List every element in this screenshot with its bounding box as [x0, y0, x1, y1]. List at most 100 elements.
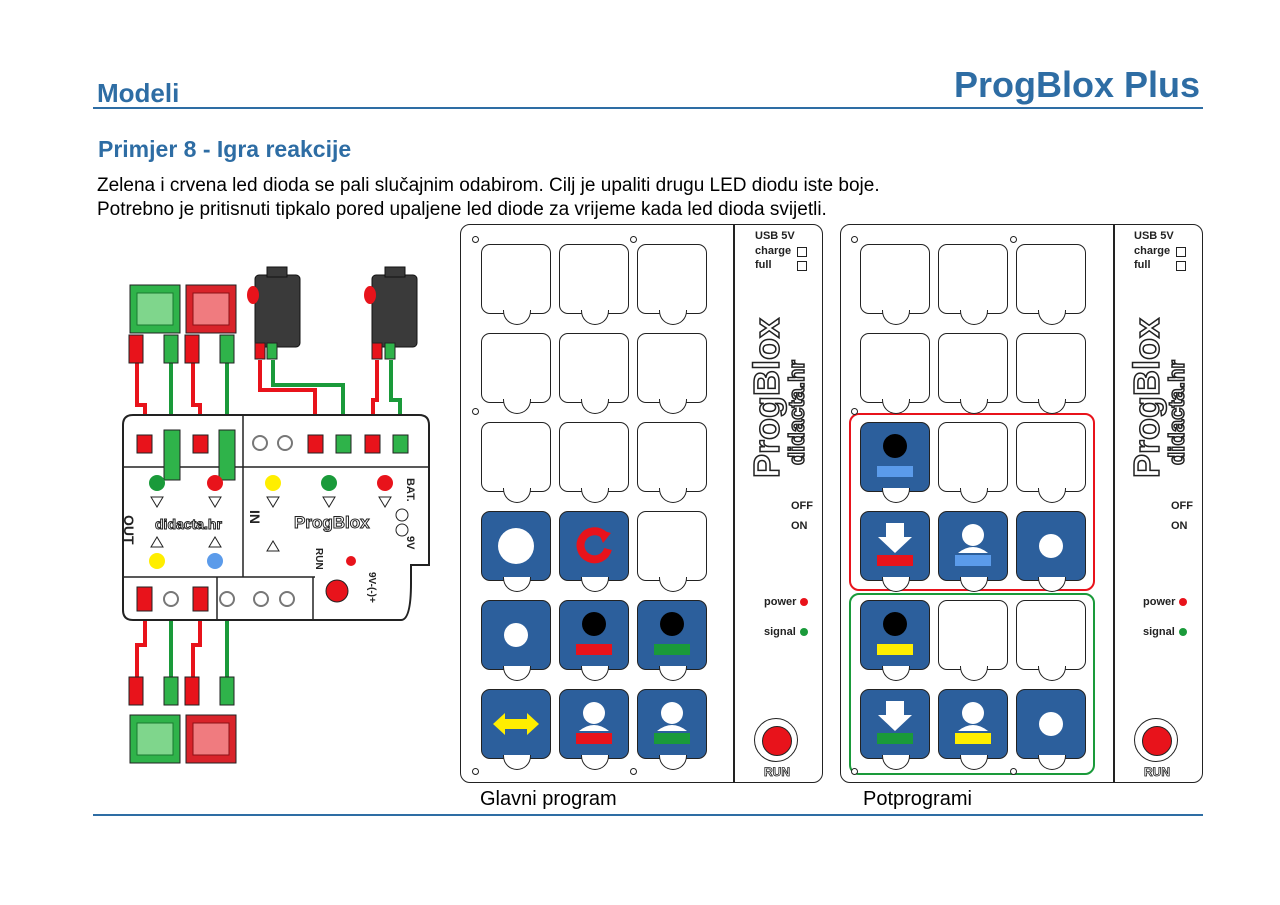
section-title: Modeli	[97, 78, 180, 108]
brand-site-main: didacta.hr	[783, 359, 810, 466]
off-label-main: OFF	[791, 500, 813, 512]
full-label-sub: full	[1134, 259, 1151, 271]
sub-slot-btn-yellow[interactable]	[938, 689, 1008, 770]
sub-slot-empty[interactable]	[860, 333, 930, 414]
loop-icon	[576, 526, 612, 563]
sub-slot-circle-sm[interactable]	[1016, 689, 1086, 770]
wire-red-5	[135, 615, 147, 680]
main-slot-empty[interactable]	[637, 244, 707, 325]
subprogram-caption: Potprogrami	[863, 788, 972, 810]
full-indicator-sub	[1176, 261, 1186, 271]
main-slot-led-red[interactable]	[559, 600, 629, 681]
main-slot-empty[interactable]	[481, 422, 551, 503]
sub-slot-btn-blue[interactable]	[938, 511, 1008, 592]
description-line-1: Zelena i crvena led dioda se pali slučaj…	[97, 175, 880, 196]
brand-name-sub: ProgBlox	[1125, 317, 1168, 479]
main-slot-circle-sm[interactable]	[481, 600, 551, 681]
main-program-caption: Glavni program	[480, 788, 617, 810]
btn-yellow-icon	[954, 701, 991, 744]
mounting-hole	[851, 236, 858, 243]
mounting-hole	[472, 768, 479, 775]
run-button-sub[interactable]	[1134, 718, 1178, 762]
btn-blue-icon	[954, 523, 991, 566]
signal-label-main: signal	[764, 626, 796, 638]
main-slot-empty[interactable]	[637, 333, 707, 414]
brand-site-sub: didacta.hr	[1163, 359, 1190, 466]
main-slot-empty[interactable]	[637, 511, 707, 592]
main-slot-btn-red[interactable]	[559, 689, 629, 770]
sub-slot-wait-red[interactable]	[860, 511, 930, 592]
sub-slot-led-yellow[interactable]	[860, 600, 930, 681]
signal-label-sub: signal	[1143, 626, 1175, 638]
sub-slot-circle-sm[interactable]	[1016, 511, 1086, 592]
sub-slot-empty[interactable]	[1016, 244, 1086, 325]
charge-indicator-main	[797, 247, 807, 257]
full-label-main: full	[755, 259, 772, 271]
main-slot-empty[interactable]	[559, 333, 629, 414]
mounting-hole	[1010, 768, 1017, 775]
main-slot-btn-green[interactable]	[637, 689, 707, 770]
sub-slot-empty[interactable]	[1016, 422, 1086, 503]
hub-power-in-label: 9V-(-)+	[366, 572, 377, 603]
mounting-hole	[472, 236, 479, 243]
signal-led-sub	[1179, 628, 1187, 636]
hub-bat-label: BAT.	[404, 478, 416, 502]
wire-red-6	[191, 615, 202, 680]
sub-slot-led-blue[interactable]	[860, 422, 930, 503]
circle-sm-icon	[503, 622, 528, 647]
circle-icon	[497, 527, 534, 564]
led-module-green-bottom	[128, 676, 181, 764]
btn-green-icon	[653, 701, 690, 744]
sub-slot-empty[interactable]	[938, 422, 1008, 503]
sub-slot-empty[interactable]	[1016, 600, 1086, 681]
wire-green-3	[271, 360, 345, 440]
circle-sm-icon	[1038, 711, 1063, 736]
product-title: ProgBlox Plus	[953, 64, 1200, 105]
main-slot-empty[interactable]	[559, 422, 629, 503]
header-rule	[93, 107, 1203, 109]
btn-red-icon	[575, 701, 612, 744]
circle-sm-icon	[1038, 533, 1063, 558]
sub-slot-empty[interactable]	[1016, 333, 1086, 414]
led-module-red-bottom	[184, 676, 237, 764]
led-red-icon	[575, 611, 612, 655]
sub-slot-empty[interactable]	[938, 244, 1008, 325]
main-slot-swap[interactable]	[481, 689, 551, 770]
led-module-red-top	[184, 284, 237, 364]
main-slot-led-green[interactable]	[637, 600, 707, 681]
mounting-hole	[472, 408, 479, 415]
main-slot-empty[interactable]	[481, 244, 551, 325]
signal-led-main	[800, 628, 808, 636]
mounting-hole	[630, 236, 637, 243]
power-led-sub	[1179, 598, 1187, 606]
usb-label-main: USB 5V	[755, 230, 795, 242]
led-green-icon	[653, 611, 690, 655]
sub-slot-empty[interactable]	[938, 600, 1008, 681]
usb-label-sub: USB 5V	[1134, 230, 1174, 242]
sub-slot-wait-green[interactable]	[860, 689, 930, 770]
progblox-hub	[122, 414, 430, 621]
hub-volt-label: 9V	[404, 536, 416, 550]
main-slot-empty[interactable]	[559, 244, 629, 325]
main-slot-circle[interactable]	[481, 511, 551, 592]
sub-slot-empty[interactable]	[938, 333, 1008, 414]
main-slot-empty[interactable]	[637, 422, 707, 503]
hub-out-label: OUT	[121, 515, 137, 545]
mounting-hole	[630, 768, 637, 775]
mounting-hole	[851, 768, 858, 775]
run-button-main[interactable]	[754, 718, 798, 762]
push-button-1	[247, 266, 301, 360]
example-title: Primjer 8 - Igra reakcije	[98, 136, 352, 162]
charge-label-sub: charge	[1134, 245, 1171, 257]
sub-slot-empty[interactable]	[860, 244, 930, 325]
brand-name-main: ProgBlox	[745, 317, 788, 479]
swap-icon	[492, 712, 539, 735]
main-slot-empty[interactable]	[481, 333, 551, 414]
on-label-main: ON	[791, 520, 808, 532]
example-description: Zelena i crvena led dioda se pali slučaj…	[97, 174, 880, 222]
hub-site-label: didacta.hr	[155, 516, 223, 533]
description-line-2: Potrebno je pritisnuti tipkalo pored upa…	[97, 199, 827, 220]
main-slot-loop[interactable]	[559, 511, 629, 592]
footer-rule	[93, 814, 1203, 816]
wiring-diagram	[122, 266, 430, 764]
